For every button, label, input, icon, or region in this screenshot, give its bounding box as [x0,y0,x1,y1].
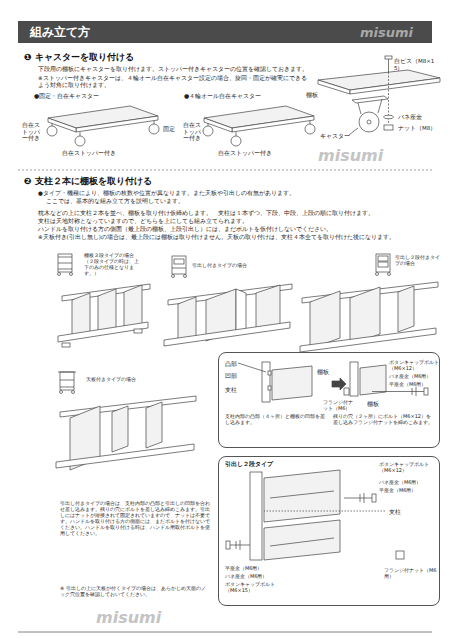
footer-rule [18,632,432,633]
part-label: フランジ付ナット（M6） [323,399,357,411]
drawer-figure [164,256,292,346]
detail-box: 引出し２段タイプ ボタンキャップボルト（M6×12） バネ座金（M6用） 平座金（M6… [218,456,440,606]
section-heading: ❷ 支柱２本に棚板を取り付ける [24,176,284,187]
part-label: バネ座金（M6用） [225,573,280,579]
figure-caption: 引出し付きタイプの場合 [192,262,272,268]
part-label: ナット（M8） [398,125,438,132]
part-label: バネ座金 [398,114,438,121]
body-text: ここでは、基本的な組み立て方を説明しています。 [46,198,426,205]
detail-box: 凸部凹部支柱棚板ボタンキャップボルト（M6×12）バネ座金（M6用）平座金（M6… [218,352,440,448]
note-text: ※ 引出しの上に天板が付くタイプの場合は、あらかじめ天面のノック穴位置を確認して… [60,585,210,597]
part-label: フランジ付ナット（M6用） [384,567,439,579]
separator [18,170,432,171]
caster-mount [318,56,440,135]
body-text: ●タイプ・機種により、棚板の枚数や位置が異なります。また天板や引出しの有無があり… [38,190,428,197]
figure-caption: 天板付きタイプの場合 [86,376,156,382]
part-label: 残りの穴（２ヶ所）にボルト（M6×12）を差し込みフランジ付ナットを締めこみます… [333,413,435,425]
body-text: ハンドルを取り付ける方の側面（最上段の棚板、上段引出し）には、まだボルトを仮付け… [38,226,430,233]
caster-label: 自在ストッパー付き [218,150,298,157]
part-label: ボタンキャップボルト（M6×12） [379,461,437,473]
part-label: バネ座金（M6用） [389,373,439,379]
part-label: バネ座金（M6用） [379,479,437,485]
part-label: 支柱 [389,509,419,516]
part-label: 棚板 [367,401,387,408]
caster-label: 自在ストッパー付き [62,150,142,157]
section-heading: ❶ キャスターを取り付ける [24,52,284,63]
part-label: 平座金（M6用） [379,487,437,493]
top-board-figure [56,372,196,470]
caster-label: 固定 [163,126,183,133]
body-text: 支柱は天地対称となっていますので、どちらを上にしても組み立てられます。 [38,218,430,225]
part-label: 平座金（M6用） [225,565,280,571]
part-label: 凸部 [225,361,249,368]
figure-caption: ●固定・自在キャスター [34,92,154,99]
part-label: キャスター [320,133,354,140]
body-text: 引出し付きタイプの場合は、支柱内部の凸部と引出しの凹部を合わせ差し込みます。残り… [60,500,210,537]
part-label: ボタンキャップボルト（M6×15） [225,581,280,593]
watermark: misumi [318,146,398,166]
figure-caption: 棚板３段タイプの場合（２段タイプの時は、上下のみの仕様となります。） [84,252,140,276]
caster-label: 自在ストッパー付き [22,122,40,142]
body-text: 下段用の棚板にキャスターを取り付けます。ストッパー付きキャスターの位置を確認して… [38,66,308,73]
part-label: 支柱内部の凸部（４ヶ所）と棚板の凹部を差し込みます。 [225,413,325,425]
header-bar [18,21,432,43]
caster-label: 自在ストッパー付き [183,122,201,142]
part-label: ボタンキャップボルト（M6×12） [389,359,439,371]
part-label: 支柱 [225,387,249,394]
cart-all-swivel [203,106,315,146]
figure-caption: ●４輪オール自在キャスター [184,92,304,99]
note-text: ※天板付き(引出し無し)の場合は、最上段には棚板は取り付けません。天板の取り付け… [38,234,430,241]
cart-fixed-swivel [47,106,159,146]
figure-caption: 引出し２段付きタイプの場合 [395,254,440,266]
part-label: 凹部 [225,373,249,380]
body-text: 枕木などの上に支柱２本を並べ、棚板を取り付け仮締めします。 支柱は１本ずつ、下段… [38,210,430,217]
watermark: misumi [96,608,176,628]
part-label: 棚板 [317,369,337,376]
watermark: misumi [360,25,430,41]
part-label: 平座金（M6用） [389,381,439,387]
note-text: ※ストッパー付きキャスターは、４輪オール自在キャスター設定の場合、旋回・固定が確… [38,75,308,88]
part-label: 棚板 [306,92,326,99]
drawer-2-figure [300,254,438,352]
page-title: 組み立て方 [30,25,230,40]
drawer-joint-detail [226,470,404,560]
box-heading: 引出し２段タイプ [225,461,305,468]
part-label: 自ビス（M8×15） [394,58,440,71]
